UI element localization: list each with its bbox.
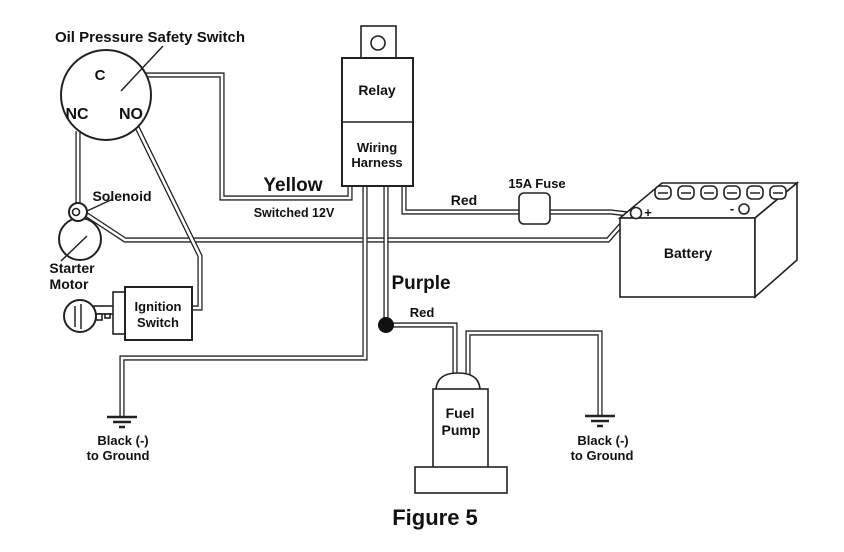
ground-right-label-line1: Black (-) [577, 433, 628, 448]
junction-dot [378, 317, 394, 333]
terminal-c-label: C [95, 67, 106, 84]
fuel-pump-body [432, 388, 489, 469]
starter-label-line1: Starter [49, 260, 95, 276]
oil-pressure-switch [60, 49, 152, 141]
battery-negative-label: - [730, 201, 734, 216]
battery-positive-label: + [644, 205, 652, 220]
solenoid-terminal [71, 207, 81, 217]
ground-left-label-line2: to Ground [87, 448, 150, 463]
starter-pointer-line [60, 235, 88, 262]
oil-switch-pointer-line [120, 45, 164, 92]
battery-front-face [619, 217, 756, 298]
fuel-pump-base [414, 466, 508, 494]
terminal-nc-label: NC [65, 106, 89, 123]
yellow-wire-label: Yellow [263, 175, 322, 196]
battery-negative-terminal [738, 203, 750, 215]
ignition-key-icon [63, 299, 123, 333]
solenoid-label: Solenoid [92, 188, 151, 204]
purple-wire-label: Purple [391, 273, 450, 294]
red-battery-wire-label: Red [451, 192, 477, 208]
relay-label: Relay [358, 82, 396, 98]
battery-positive-terminal [629, 206, 643, 220]
ignition-switch [124, 286, 193, 341]
figure-caption: Figure 5 [392, 505, 478, 530]
ground-right-label-line2: to Ground [571, 448, 634, 463]
battery-cell-caps [654, 185, 787, 200]
starter-label-line2: Motor [50, 276, 89, 292]
fuel-pump-label-line1: Fuel [446, 405, 475, 421]
solenoid-pointer-line [86, 198, 114, 212]
wire-red-to-fuel-pump [386, 325, 455, 381]
battery [617, 181, 800, 299]
switched-12v-label: Switched 12V [254, 206, 335, 220]
red-pump-wire-label: Red [410, 305, 435, 320]
relay-mounting-hole-icon [370, 35, 386, 51]
fuel-pump-label-line2: Pump [442, 422, 481, 438]
terminal-no-label: NO [119, 106, 143, 123]
fuel-pump-dome [435, 372, 481, 392]
fuel-pump [414, 372, 508, 494]
battery-label: Battery [664, 245, 712, 261]
ground-symbol-right [585, 414, 615, 428]
ignition-label-line2: Switch [137, 315, 179, 330]
ignition-label-line1: Ignition [135, 299, 182, 314]
relay-assembly [341, 25, 414, 187]
fuse-label: 15A Fuse [508, 176, 565, 191]
ground-symbol-left [107, 415, 137, 429]
ignition-switch-connector [112, 291, 126, 335]
ground-left-label-line1: Black (-) [97, 433, 148, 448]
fuse-body [518, 192, 551, 225]
wire-no-to-ignition-switch [133, 119, 200, 308]
harness-label-line1: Wiring [357, 140, 397, 155]
oil-switch-label: Oil Pressure Safety Switch [55, 29, 245, 46]
starter-motor [58, 217, 102, 261]
harness-label-line2: Harness [351, 155, 402, 170]
